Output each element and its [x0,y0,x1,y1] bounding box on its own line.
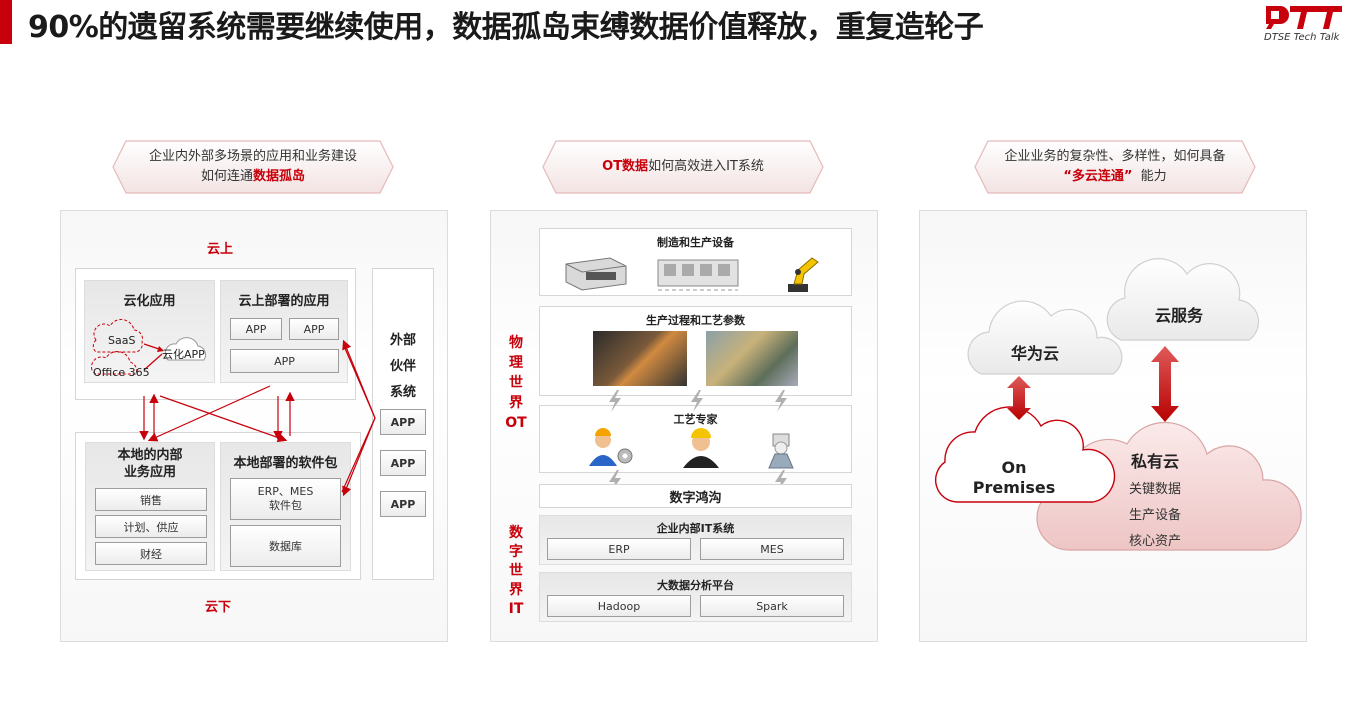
digital-gap-bar: 数字鸿沟 [539,484,852,508]
private-item: 生产设备 [1128,508,1181,523]
database-tile: 数据库 [230,525,341,567]
banner-text: 如何高效进入IT系统 [648,159,764,174]
robot-arm-icon [788,257,819,292]
huawei-cloud-label: 华为云 [1010,344,1059,363]
local-package-title: 本地部署的软件包 [233,456,338,471]
manufacturing-title: 制造和生产设备 [657,236,734,249]
double-arrow-icon [1007,376,1031,420]
partner-systems-title: 外部伙伴系统 [389,333,416,400]
saas-cloud-icons [91,319,207,375]
process-title: 生产过程和工艺参数 [646,314,745,327]
banner-line1: 企业业务的复杂性、多样性，如何具备 [1004,149,1226,164]
banner-highlight: OT数据 [602,159,649,174]
private-cloud-label: 私有云 [1130,452,1179,471]
cloud-bottom-label: 云下 [204,600,231,615]
multicloud-diagram [934,258,1302,551]
sales-tile: 销售 [95,488,207,511]
engineer-gear-icon [589,428,633,466]
production-line-icon [657,259,739,291]
silo-connection-arrows [139,339,376,497]
expert-icons [589,428,794,469]
factory-photo-2 [706,331,798,386]
banner-line2-prefix: 如何连通 [200,169,253,184]
factory-photo-1 [593,331,687,386]
local-internal-title: 本地的内部业务应用 [117,448,183,480]
worker-helmet-icon [683,428,719,468]
printer-machine-icon [565,257,627,291]
cloud-top-label: 云上 [206,242,233,257]
logo-tagline: DTSE Tech Talk [1264,32,1340,43]
banner-highlight: “多云连通” [1063,169,1133,184]
cloud-service-label: 云服务 [1154,306,1203,325]
double-arrow-icon [1151,346,1179,422]
banner-highlight: 数据孤岛 [253,169,306,184]
hadoop-tile: Hadoop [547,595,691,617]
digital-gap-label: 数字鸿沟 [669,490,722,506]
manufacturing-equipment-icons [565,257,819,292]
cloud-app-label: 云化APP [162,348,205,361]
private-cloud-items: 关键数据 生产设备 核心资产 [1110,477,1200,555]
banner-multicloud: 企业业务的复杂性、多样性，如何具备 “多云连通” 能力 [974,140,1256,194]
cloud-apps-title: 云化应用 [123,294,176,309]
private-item: 核心资产 [1128,534,1181,549]
page-title: 90%的遗留系统需要继续使用，数据孤岛束缚数据价值释放，重复造轮子 [28,10,984,45]
mes-tile: MES [700,538,844,560]
computer-operator-icon [768,433,794,469]
huawei-cloud-icon [967,300,1123,375]
title-accent-bar [0,0,12,44]
office365-label: Office 365 [93,366,150,379]
saas-label: SaaS [108,334,136,347]
expert-title: 工艺专家 [673,413,718,426]
plan-supply-tile: 计划、供应 [95,515,207,538]
cloud-deployed-title: 云上部署的应用 [238,294,330,309]
app-tile: APP [230,318,282,340]
banner-line1: 企业内外部多场景的应用和业务建设 [148,149,357,164]
finance-tile: 财经 [95,542,207,565]
private-item: 关键数据 [1128,482,1181,497]
erp-tile: ERP [547,538,691,560]
banner-data-silos: 企业内外部多场景的应用和业务建设 如何连通数据孤岛 [112,140,394,194]
partner-app-tile: APP [380,450,426,476]
banner-ot-data: OT数据如何高效进入IT系统 [542,140,824,194]
partner-app-tile: APP [380,409,426,435]
banner-line2-suffix: 能力 [1140,169,1167,184]
spark-tile: Spark [700,595,844,617]
on-premises-cloud-icon [934,406,1116,503]
cloud-service-icon [1106,258,1260,341]
enterprise-it-title: 企业内部IT系统 [656,522,735,535]
app-tile: APP [230,349,339,373]
partner-app-tile: APP [380,491,426,517]
bigdata-title: 大数据分析平台 [657,579,734,592]
dtt-logo [1262,2,1346,46]
app-tile: APP [289,318,339,340]
lightning-icons [609,390,787,492]
